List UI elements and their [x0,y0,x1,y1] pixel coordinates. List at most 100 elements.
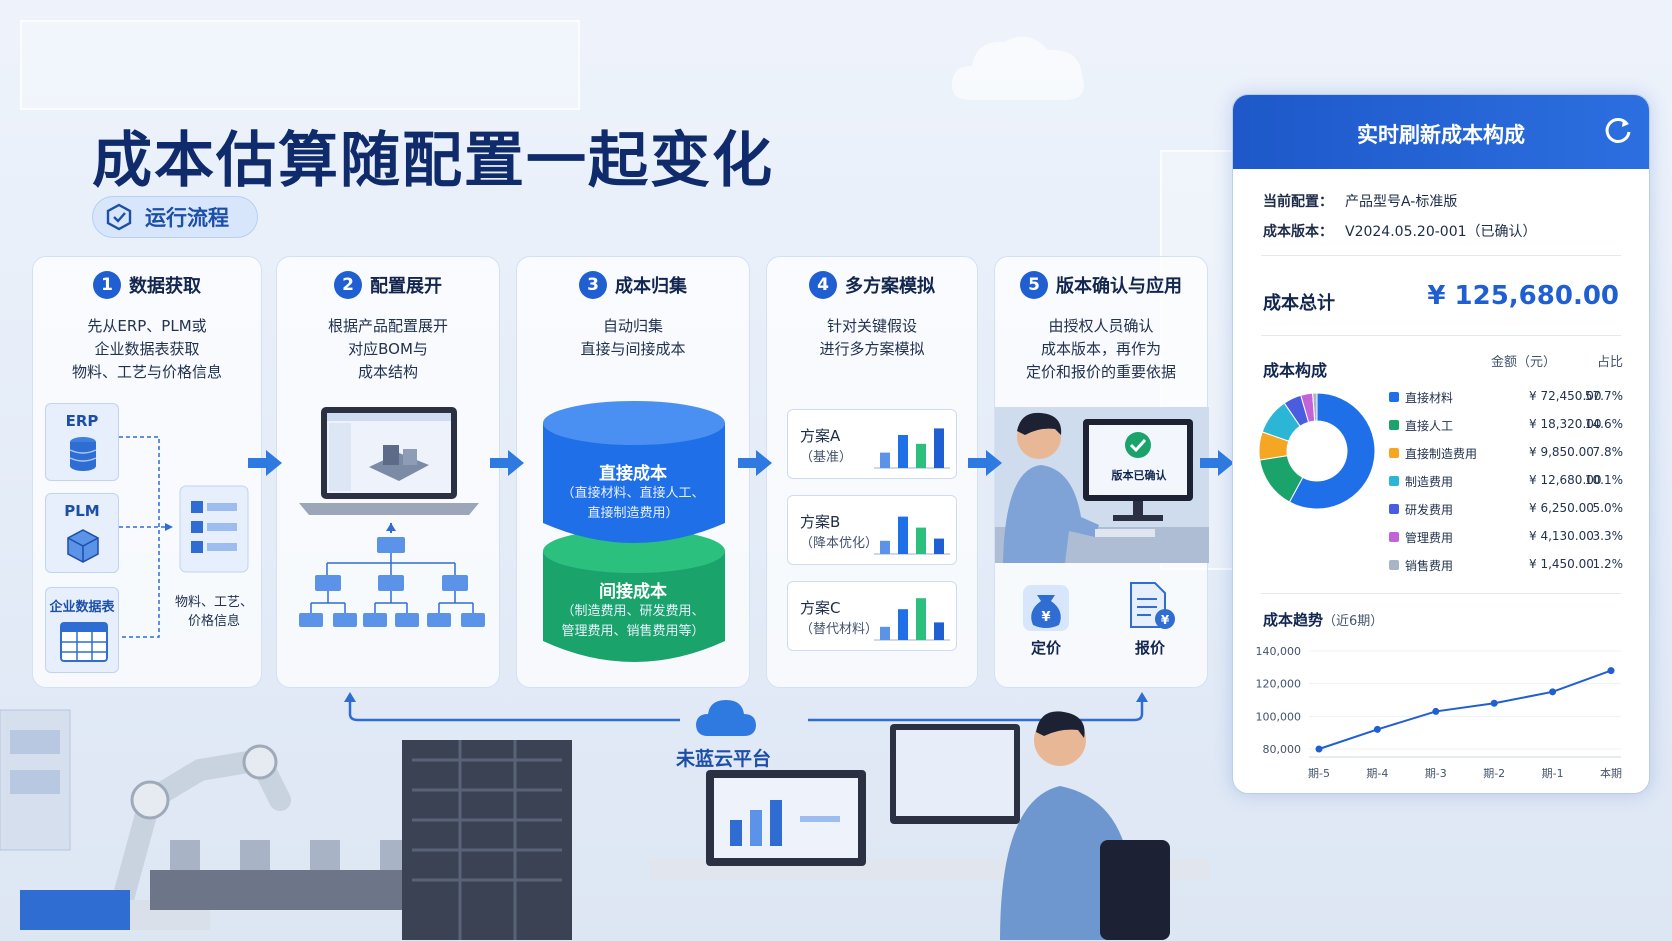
legend-name: 制造费用 [1405,475,1454,489]
cloud-icon [696,700,756,736]
y-tick-label: 120,000 [1256,678,1302,691]
amount-column-header: 金额（元） [1491,355,1557,370]
trend-point [1607,667,1615,675]
spreadsheet-label: 企业数据表 [49,600,115,615]
scheme-bar [934,622,944,640]
y-tick-label: 80,000 [1263,743,1302,756]
flow-icon [106,203,132,231]
info-line: 价格信息 [187,614,240,629]
step-card-2: 2 配置展开 根据产品配置展开 对应BOM与 成本结构 [276,256,500,688]
step-description: 根据产品配置展开 对应BOM与 成本结构 [285,315,491,384]
step-number: 5 [1020,271,1048,299]
step-header: 5 版本确认与应用 [995,271,1207,299]
cost-cylinder [543,401,725,662]
composition-label: 成本构成 [1263,361,1328,380]
percent-column-header: 占比 [1596,355,1623,370]
step-title: 成本归集 [615,276,687,297]
step-desc-line: 成本版本，再作为 [1040,340,1161,358]
arrow-right-icon [490,450,524,476]
legend-swatch [1389,504,1399,514]
scheme-bar [898,516,908,554]
config-value: 产品型号A-标准版 [1345,194,1458,210]
legend-amount: ¥ 12,680.00 [1529,473,1602,487]
cloud-flow-lines [344,692,1148,722]
scheme-c-card: 方案C （替代材料） [787,581,957,651]
step-desc-line: 由授权人员确认 [1048,317,1154,335]
trend-point [1432,707,1440,715]
spreadsheet-icon [60,622,108,662]
total-label: 成本总计 [1263,293,1335,314]
pricing-icon: ¥ [1023,585,1069,631]
donut-slice [1288,392,1376,510]
step-desc-line: 先从ERP、PLM或 [87,317,207,335]
step-description: 针对关键假设 进行多方案模拟 [775,315,969,361]
legend-name: 直接材料 [1405,391,1454,405]
background-cloud-icon [951,36,1084,100]
current-config: 当前配置： 产品型号A-标准版 [1263,191,1457,211]
scheme-bar [916,443,926,468]
donut-slice [1312,392,1318,422]
step-description: 自动归集 直接与间接成本 [525,315,741,361]
scheme-bar [880,452,890,468]
laptop-config-icon [299,407,479,515]
scheme-bar [880,540,890,554]
scheme-a-card: 方案A （基准） [787,409,957,479]
step-card-5: 5 版本确认与应用 由授权人员确认 成本版本，再作为 定价和报价的重要依据 版本… [994,256,1209,688]
step-number: 4 [809,271,837,299]
cost-donut-chart [1258,392,1376,510]
step-card-4: 4 多方案模拟 针对关键假设 进行多方案模拟 方案A （基准） 方案B （降本优… [766,256,978,688]
step-desc-line: 直接与间接成本 [580,340,686,358]
step-title: 版本确认与应用 [1056,276,1182,297]
refresh-icon[interactable] [1603,115,1633,145]
database-icon [69,437,97,471]
trend-point [1373,725,1381,733]
step-desc-line: 自动归集 [602,317,663,335]
legend-name: 销售费用 [1405,559,1454,573]
indirect-cost-sub: 管理费用、销售费用等） [561,624,705,639]
legend-percent: 14.6% [1584,417,1623,431]
page-title: 成本估算随配置一起变化 [92,126,774,196]
step-desc-line: 定价和报价的重要依据 [1025,363,1176,381]
scheme-name: 方案B （降本优化） [800,512,878,554]
scheme-a-bars [874,428,950,469]
legend-swatch [1389,476,1399,486]
scheme-bar [898,609,908,640]
trend-point [1549,688,1557,696]
cube-icon [67,529,99,563]
total-value: ¥ 125,680.00 [1427,281,1619,311]
legend-percent: 10.1% [1584,473,1623,487]
scheme-bar [934,538,944,554]
info-line: 物料、工艺、 [174,595,253,610]
version-label: 成本版本： [1263,224,1333,240]
step-header: 4 多方案模拟 [767,271,977,299]
scheme-bar [916,598,926,640]
trend-title: 成本趋势 [1263,611,1324,629]
plm-source: PLM [45,493,119,573]
trend-subtitle: （近6期） [1323,614,1384,629]
step-desc-line: 企业数据表获取 [94,340,200,358]
scheme-name: 方案A （基准） [800,426,852,468]
scheme-b-card: 方案B （降本优化） [787,495,957,565]
quote-icon: ¥ [1130,582,1175,629]
cost-version: 成本版本： V2024.05.20-001（已确认） [1263,221,1537,241]
trend-label: 成本趋势（近6期） [1263,609,1383,630]
scheme-bar [916,527,926,554]
direct-cost-title: 直接成本 [599,464,667,484]
direct-cost-sub: 直接制造费用） [587,506,679,521]
step-description: 先从ERP、PLM或 企业数据表获取 物料、工艺与价格信息 [41,315,253,384]
x-tick-label: 期-3 [1425,767,1447,780]
step-title: 配置展开 [370,276,442,297]
config-label: 当前配置： [1263,194,1333,210]
scheme-subtitle: （替代材料） [800,622,879,637]
indirect-cost-block: 间接成本 （制造费用、研发费用、 管理费用、销售费用等） [517,577,749,642]
version-value: V2024.05.20-001（已确认） [1345,224,1537,240]
step-number: 3 [579,271,607,299]
divider [1261,593,1621,594]
y-tick-label: 100,000 [1256,710,1302,723]
